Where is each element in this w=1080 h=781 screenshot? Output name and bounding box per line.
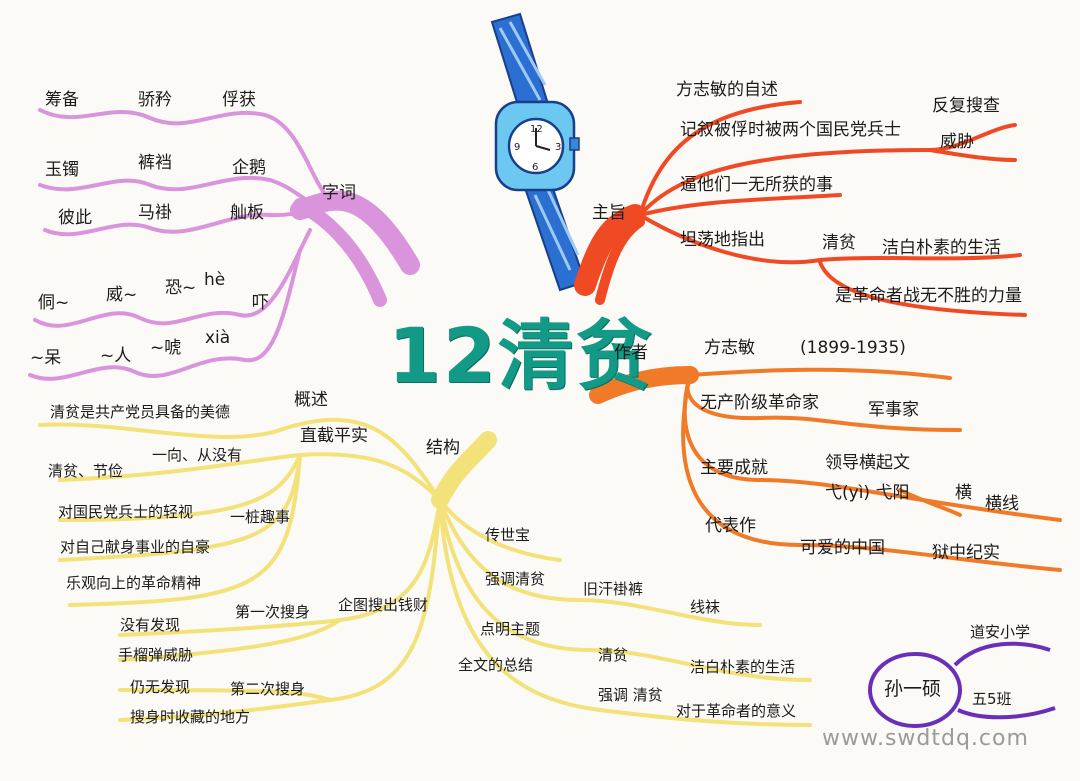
structure-item: 第二次搜身 bbox=[230, 680, 306, 698]
word: 威~ bbox=[106, 285, 138, 305]
word: ~呆 bbox=[30, 348, 62, 368]
structure-item: 没有发现 bbox=[120, 616, 181, 634]
signature-class: 五5班 bbox=[972, 690, 1012, 708]
word: 企鹅 bbox=[232, 158, 266, 178]
author-item: 狱中纪实 bbox=[932, 543, 1000, 563]
structure-item: 一桩趣事 bbox=[230, 508, 291, 526]
wristwatch-icon: 12 3 6 9 bbox=[490, 12, 587, 292]
author-item: 主要成就 bbox=[700, 458, 768, 478]
word: 玉镯 bbox=[45, 160, 79, 180]
author-item: 可爱的中国 bbox=[800, 538, 885, 558]
structure-item: 旧汗褂裤 bbox=[583, 580, 644, 598]
structure-item: 洁白朴素的生活 bbox=[690, 658, 796, 676]
svg-text:12: 12 bbox=[530, 124, 543, 135]
structure-item: 点明主题 bbox=[480, 620, 541, 638]
theme-label: 主旨 bbox=[592, 203, 626, 223]
structure-item: 强调清贫 bbox=[485, 570, 546, 588]
word: 骄矜 bbox=[138, 90, 172, 110]
author-name: 方志敏 bbox=[704, 338, 755, 358]
structure-item: 一向、从没有 bbox=[152, 446, 243, 464]
structure-item: 传世宝 bbox=[485, 526, 531, 544]
structure-item: 对于革命者的意义 bbox=[676, 702, 797, 720]
theme-item: 洁白朴素的生活 bbox=[882, 238, 1001, 258]
word: 彼此 bbox=[58, 208, 92, 228]
structure-item: 乐观向上的革命精神 bbox=[66, 574, 202, 592]
words-label: 字词 bbox=[322, 183, 356, 203]
word: 舢板 bbox=[230, 203, 264, 223]
watermark: www.swdtdq.com bbox=[822, 726, 1029, 751]
svg-text:3: 3 bbox=[555, 142, 561, 153]
theme-item: 方志敏的自述 bbox=[676, 80, 778, 100]
structure-item: 清贫是共产党员具备的美德 bbox=[50, 403, 231, 421]
word: 侗~ bbox=[38, 293, 70, 313]
signature-school: 道安小学 bbox=[970, 623, 1031, 641]
word: 裤裆 bbox=[138, 153, 172, 173]
structure-item: 线袜 bbox=[690, 598, 721, 616]
structure-item: 第一次搜身 bbox=[235, 603, 311, 621]
svg-text:9: 9 bbox=[514, 142, 520, 153]
author-item: 无产阶级革命家 bbox=[700, 393, 819, 413]
author-item: 代表作 bbox=[705, 516, 756, 536]
theme-item: 记叙被俘时被两个国民党兵士 bbox=[680, 120, 901, 140]
structure-item: 清贫 bbox=[598, 646, 629, 664]
word: 吓 bbox=[252, 293, 269, 313]
theme-item: 威胁 bbox=[940, 132, 974, 152]
structure-item: 概述 bbox=[294, 390, 328, 410]
theme-item: 是革命者战无不胜的力量 bbox=[835, 286, 1022, 306]
signature-name: 孙一硕 bbox=[884, 678, 942, 700]
theme-item: 清贫 bbox=[822, 233, 856, 253]
structure-item: 对国民党兵士的轻视 bbox=[58, 503, 194, 521]
author-item: 军事家 bbox=[868, 400, 919, 420]
structure-item: 对自己献身事业的自豪 bbox=[60, 538, 211, 556]
structure-item: 手榴弹威胁 bbox=[118, 646, 194, 664]
word: 恐~ bbox=[165, 278, 197, 298]
theme-item: 坦荡地指出 bbox=[680, 230, 765, 250]
word: xià bbox=[205, 328, 231, 348]
author-item: 横线 bbox=[985, 494, 1019, 514]
theme-item: 逼他们一无所获的事 bbox=[680, 175, 833, 195]
structure-item: 仍无发现 bbox=[130, 678, 191, 696]
word: 筹备 bbox=[45, 90, 79, 110]
word: ~人 bbox=[100, 346, 132, 366]
structure-item: 直截平实 bbox=[300, 426, 368, 446]
author-years: (1899-1935) bbox=[800, 338, 906, 358]
theme-item: 反复搜查 bbox=[932, 96, 1000, 116]
author-label: 作者 bbox=[614, 343, 648, 363]
structure-item: 全文的总结 bbox=[458, 656, 534, 674]
word: 俘获 bbox=[222, 90, 256, 110]
structure-item: 清贫、节俭 bbox=[48, 462, 124, 480]
svg-text:6: 6 bbox=[532, 162, 538, 173]
word: hè bbox=[204, 270, 226, 290]
structure-label: 结构 bbox=[426, 438, 460, 458]
word: 马褂 bbox=[138, 203, 172, 223]
page-title: 12清贫 bbox=[388, 311, 654, 400]
word: ~唬 bbox=[150, 338, 182, 358]
author-item: 横 bbox=[955, 483, 972, 503]
structure-item: 搜身时收藏的地方 bbox=[130, 708, 251, 726]
signature-outline bbox=[868, 641, 1056, 728]
structure-item: 企图搜出钱财 bbox=[338, 596, 429, 614]
author-item: 弋(yì) 弋阳 bbox=[825, 483, 910, 503]
structure-item: 强调 清贫 bbox=[598, 686, 663, 704]
author-item: 领导横起文 bbox=[825, 453, 910, 473]
